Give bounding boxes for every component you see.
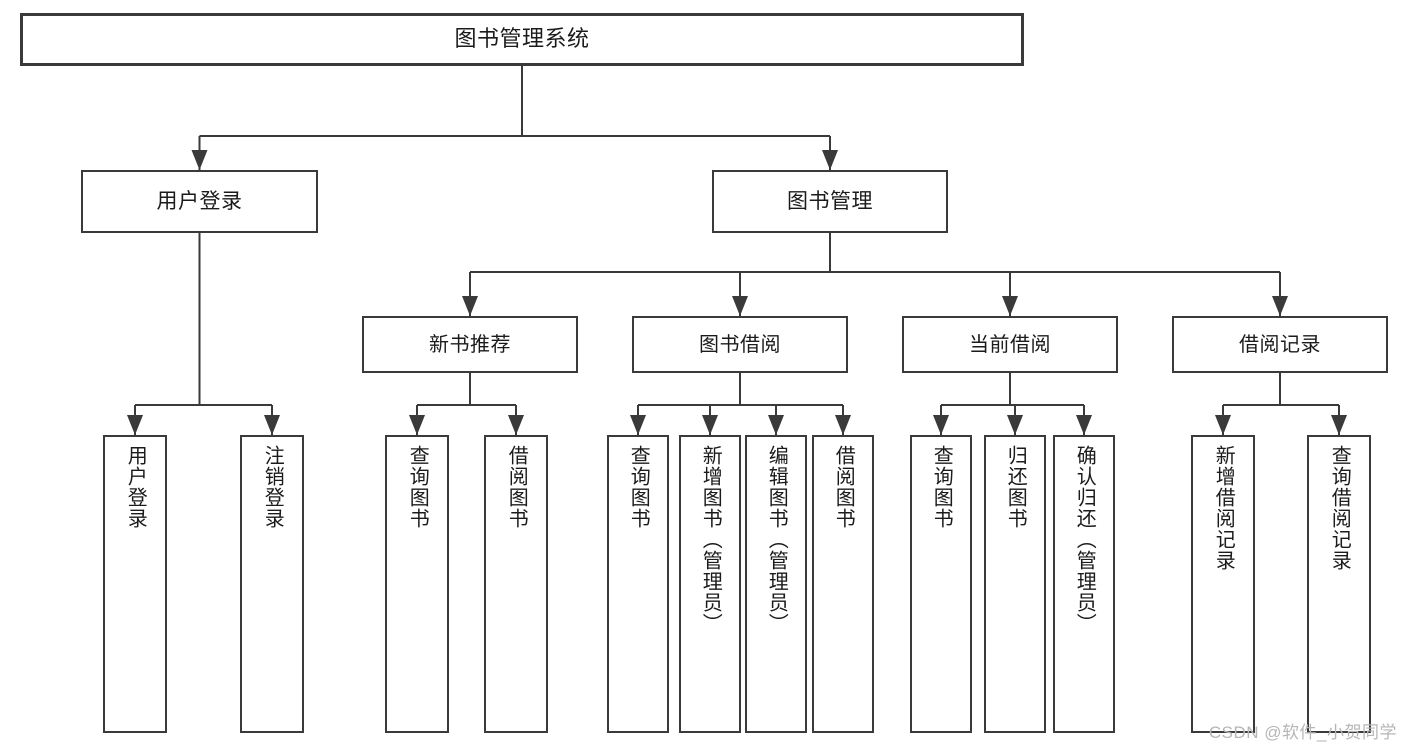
arrowhead [409,415,425,435]
node-label: 借阅图书 [505,445,528,529]
node-label: 查询图书 [627,445,650,529]
node-label: 图书管理系统 [454,26,590,52]
node-leaf-query-book-1[interactable]: 查询图书 [385,435,449,733]
arrowhead [127,415,143,435]
node-leaf-add-borrow-record[interactable]: 新增借阅记录 [1191,435,1255,733]
arrowhead [933,415,949,435]
arrowhead [1002,296,1018,316]
node-label: 新增借阅记录 [1212,445,1235,571]
node-label: 当前借阅 [969,333,1051,356]
node-leaf-user-login[interactable]: 用户登录 [103,435,167,733]
node-book-borrow[interactable]: 图书借阅 [632,316,848,373]
arrowhead [264,415,280,435]
node-label: 用户登录 [124,445,147,529]
node-leaf-edit-book-admin[interactable]: 编辑图书（管理员） [745,435,807,733]
node-label: 查询图书 [406,445,429,529]
arrowhead [732,296,748,316]
node-label: 归还图书 [1004,445,1027,529]
arrowhead [191,150,208,170]
node-label: 确认归还（管理员） [1073,445,1096,634]
node-leaf-borrow-book-1[interactable]: 借阅图书 [484,435,548,733]
node-label: 查询借阅记录 [1328,445,1351,571]
node-root[interactable]: 图书管理系统 [20,13,1024,66]
arrowhead [508,415,524,435]
node-label: 图书管理 [787,189,873,213]
node-leaf-add-book-admin[interactable]: 新增图书（管理员） [679,435,741,733]
arrowhead [702,415,718,435]
node-label: 图书借阅 [699,333,781,356]
arrowhead [1215,415,1231,435]
node-user-login[interactable]: 用户登录 [81,170,318,233]
node-leaf-borrow-book-2[interactable]: 借阅图书 [812,435,874,733]
arrowhead [1272,296,1288,316]
node-leaf-query-borrow-record[interactable]: 查询借阅记录 [1307,435,1371,733]
node-label: 查询图书 [930,445,953,529]
node-label: 编辑图书（管理员） [765,445,788,634]
node-label: 用户登录 [156,189,243,213]
arrowhead [1007,415,1023,435]
node-label: 注销登录 [261,445,284,529]
arrowhead [630,415,646,435]
arrowhead [1076,415,1092,435]
node-leaf-query-book-3[interactable]: 查询图书 [910,435,972,733]
node-leaf-confirm-return-admin[interactable]: 确认归还（管理员） [1053,435,1115,733]
node-borrow-record[interactable]: 借阅记录 [1172,316,1388,373]
arrowhead [768,415,784,435]
node-label: 新书推荐 [429,333,511,356]
arrowhead [462,296,478,316]
node-book-manage[interactable]: 图书管理 [712,170,948,233]
arrowhead [822,150,838,170]
csdn-watermark: CSDN @软件_小贺同学 [1208,723,1397,742]
arrowhead [1331,415,1347,435]
node-label: 新增图书（管理员） [699,445,722,634]
node-new-book-rec[interactable]: 新书推荐 [362,316,578,373]
node-leaf-return-book[interactable]: 归还图书 [984,435,1046,733]
arrowhead [835,415,851,435]
node-leaf-user-logout[interactable]: 注销登录 [240,435,304,733]
node-label: 借阅图书 [832,445,855,529]
node-leaf-query-book-2[interactable]: 查询图书 [607,435,669,733]
node-current-borrow[interactable]: 当前借阅 [902,316,1118,373]
node-label: 借阅记录 [1239,333,1321,356]
